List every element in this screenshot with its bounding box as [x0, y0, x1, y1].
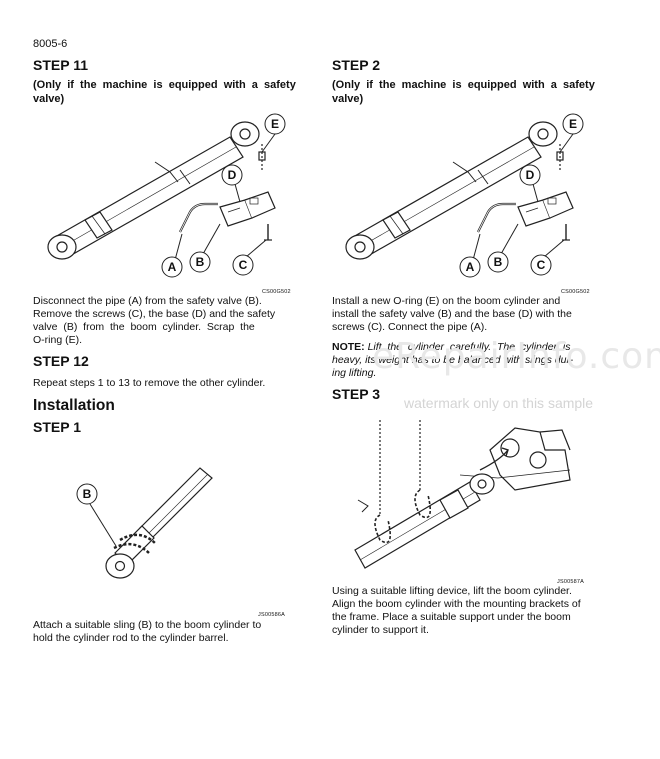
step-11-subtitle-line2: valve)	[33, 93, 65, 105]
step-1-text: Attach a suitable sling (B) to the boom …	[33, 619, 295, 645]
watermark-logo: eRepairInfo.com	[372, 336, 660, 377]
step-1-text-line1: Attach a suitable sling (B) to the boom …	[33, 619, 262, 631]
note-text-line3: ing lifting.	[332, 367, 377, 379]
callout-c: C	[239, 258, 248, 272]
step-11-figure-code: CS00G502	[262, 289, 291, 295]
step-11-text-line3: valve (B) from the boom cylinder. Scrap …	[33, 321, 255, 333]
step-3-figure	[354, 420, 571, 569]
step-3-text-line4: cylinder to support it.	[332, 624, 429, 636]
step-12-text: Repeat steps 1 to 13 to remove the other…	[33, 377, 266, 389]
step-3-figure-code: JS00587A	[557, 579, 584, 585]
step-11-text-line2: Remove the screws (C), the base (D) and …	[33, 308, 276, 320]
callout-b-step2: B	[494, 255, 503, 269]
note-text-line1: Lift the cylinder carefully. The cylinde…	[364, 341, 571, 353]
callout-a: A	[168, 260, 177, 274]
step-11-text-line1: Disconnect the pipe (A) from the safety …	[33, 295, 262, 307]
step-3-text: Using a suitable lifting device, lift th…	[332, 585, 594, 637]
step-1-text-line2: hold the cylinder rod to the cylinder ba…	[33, 632, 229, 644]
step-2-text-line1: Install a new O-ring (E) on the boom cyl…	[332, 295, 561, 307]
step-2-title: STEP 2	[332, 57, 380, 73]
step-2-figure: E D A B C	[345, 113, 584, 278]
step-11-figure: E D A B C	[47, 113, 286, 278]
step-2-subtitle: (Only if the machine is equipped with a …	[332, 78, 595, 106]
step-11-text: Disconnect the pipe (A) from the safety …	[33, 295, 295, 347]
callout-b-step1: B	[83, 487, 92, 501]
step-12-title: STEP 12	[33, 353, 89, 369]
step-2-text-line2: install the safety valve (B) and the bas…	[332, 308, 572, 320]
step-11-subtitle: (Only if the machine is equipped with a …	[33, 78, 296, 106]
callout-a-step2: A	[466, 260, 475, 274]
callout-d-step2: D	[526, 168, 535, 182]
step-3-text-line1: Using a suitable lifting device, lift th…	[332, 585, 572, 597]
step-2-text-line3: screws (C). Connect the pipe (A).	[332, 321, 488, 333]
installation-heading: Installation	[33, 397, 115, 414]
step-3-title: STEP 3	[332, 386, 380, 402]
callout-d: D	[228, 168, 237, 182]
page-number: 8005-6	[33, 38, 68, 50]
step-3-text-line3: the frame. Place a suitable support unde…	[332, 611, 571, 623]
step-1-figure: B	[76, 467, 213, 579]
callout-b: B	[196, 255, 205, 269]
step-11-text-line4: O-ring (E).	[33, 334, 83, 346]
step-1-title: STEP 1	[33, 419, 81, 435]
step-3-text-line2: Align the boom cylinder with the mountin…	[332, 598, 581, 610]
callout-c-step2: C	[537, 258, 546, 272]
step-2-figure-code: CS00G502	[561, 289, 590, 295]
step-2-subtitle-line2: valve)	[332, 93, 364, 105]
step-1-figure-code: JS00586A	[258, 612, 285, 618]
step-2-text: Install a new O-ring (E) on the boom cyl…	[332, 295, 594, 334]
note-label: NOTE:	[332, 341, 365, 353]
step-11-subtitle-line1: (Only if the machine is equipped with a …	[33, 79, 296, 91]
note-text-line2: heavy, its weight has to be balanced wit…	[332, 354, 574, 366]
note: NOTE: Lift the cylinder carefully. The c…	[332, 341, 594, 380]
step-11-title: STEP 11	[33, 57, 89, 73]
watermark-text: watermark only on this sample	[404, 395, 594, 411]
callout-e-step2: E	[569, 117, 577, 131]
step-2-subtitle-line1: (Only if the machine is equipped with a …	[332, 79, 595, 91]
callout-e: E	[271, 117, 279, 131]
